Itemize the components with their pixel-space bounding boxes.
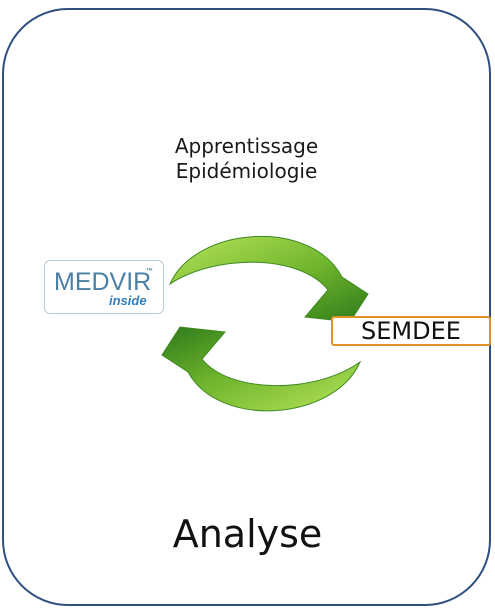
heading-line-1: Apprentissage: [174, 134, 319, 158]
analyse-label: Analyse: [172, 512, 323, 556]
medvir-logo-name: MEDVIR: [54, 268, 152, 296]
arrow-top: [168, 236, 369, 323]
arrow-bottom: [161, 326, 362, 412]
cycle-arrows-icon: [161, 236, 369, 412]
medvir-logo-tagline: inside: [109, 293, 147, 308]
heading-line-2: Epidémiologie: [175, 159, 318, 183]
medvir-logo: MEDVIR ™ inside: [44, 260, 164, 314]
semdee-tag: SEMDEE: [331, 316, 491, 346]
medvir-logo-trademark: ™: [146, 268, 153, 275]
